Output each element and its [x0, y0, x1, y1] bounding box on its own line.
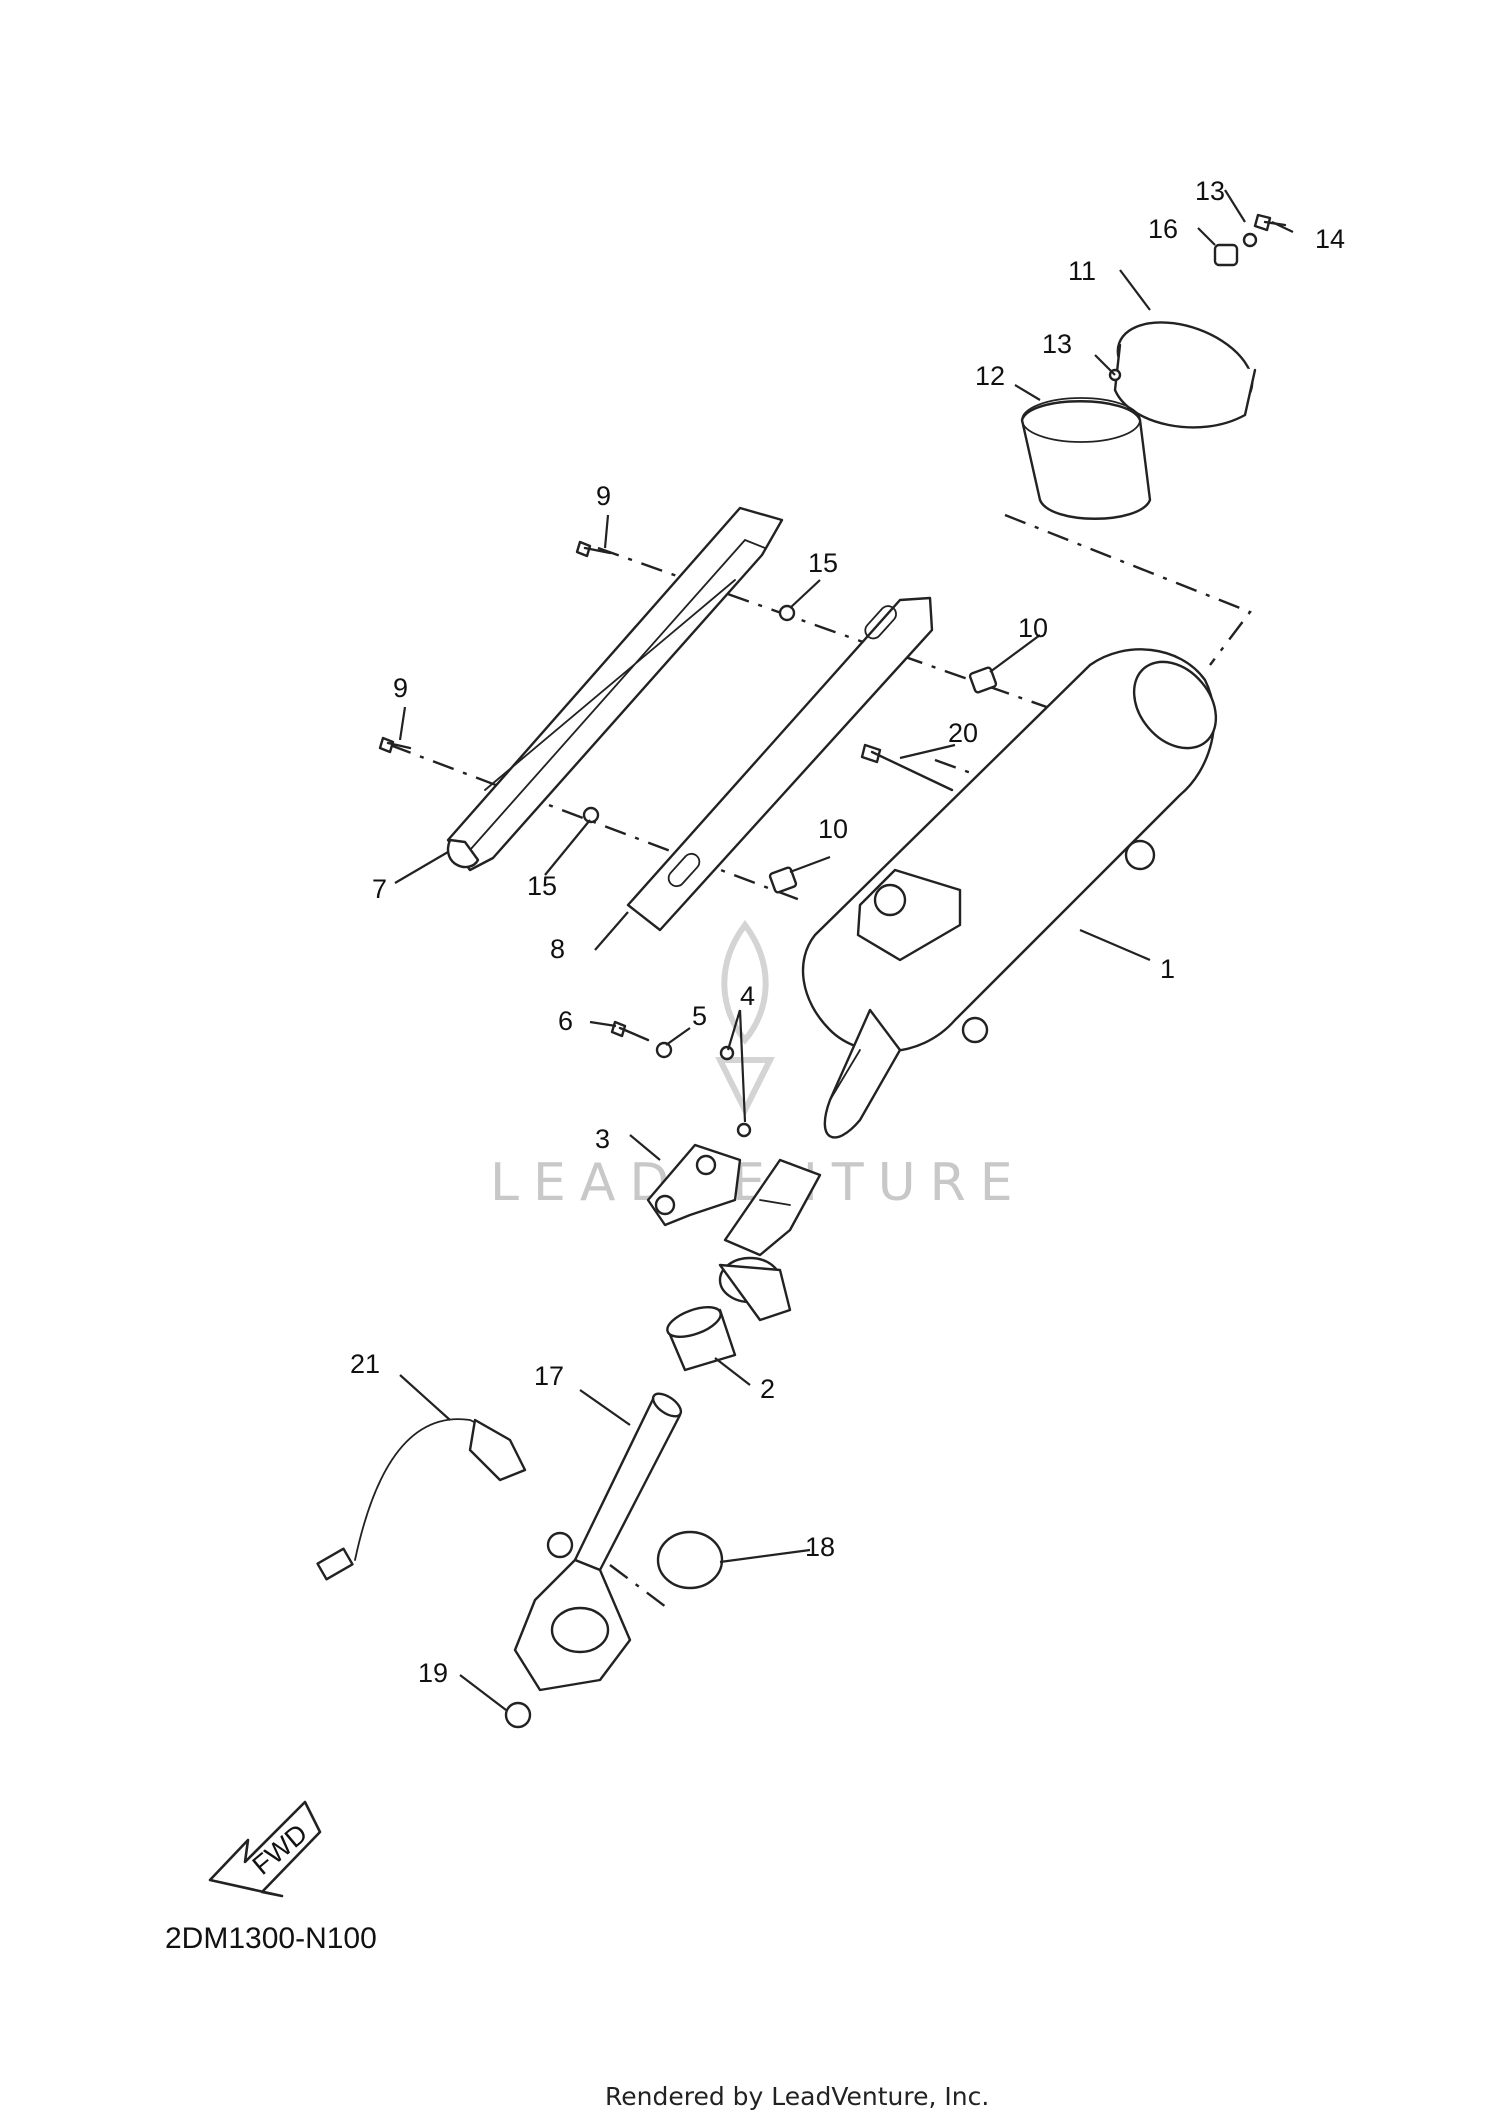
- heat-plate-part: [626, 596, 934, 932]
- bracket-part: [646, 1143, 742, 1227]
- exhaust-pipe-part: [513, 1392, 683, 1692]
- callout-19: 19: [418, 1658, 448, 1688]
- callout-5: 5: [692, 1001, 707, 1031]
- callout-3: 3: [595, 1124, 610, 1154]
- render-credit: Rendered by LeadVenture, Inc.: [605, 2082, 989, 2111]
- callout-11: 11: [1068, 256, 1096, 286]
- callout-16: 16: [1148, 214, 1178, 244]
- callout-14: 14: [1315, 224, 1345, 254]
- callout-12: 12: [975, 361, 1005, 391]
- gasket-part: [666, 1306, 737, 1372]
- callout-2: 2: [760, 1374, 775, 1404]
- callout-18: 18: [805, 1532, 835, 1562]
- callouts: 1 2 3 4 5 6 7 8 9 9 10 10 11 12 13 13 14…: [350, 176, 1345, 1688]
- callout-10-bottom: 10: [818, 814, 848, 844]
- callout-15-top: 15: [808, 548, 838, 578]
- callout-13-top: 13: [1195, 176, 1225, 206]
- callout-4: 4: [740, 981, 755, 1011]
- exhaust-gasket-part: [656, 1530, 724, 1590]
- callout-20: 20: [948, 718, 978, 748]
- callout-9-bottom: 9: [393, 673, 408, 703]
- callout-7: 7: [372, 874, 387, 904]
- callout-13-middle: 13: [1042, 329, 1072, 359]
- forward-direction-arrow: FWD: [208, 1800, 322, 1898]
- callout-17: 17: [534, 1361, 564, 1391]
- muffler-part: [801, 648, 1218, 1139]
- bracket-channel-part: [446, 506, 784, 872]
- callout-9-top: 9: [596, 481, 611, 511]
- fwd-arrow-icon: [208, 1800, 322, 1898]
- watermark-flame-icon: [715, 919, 775, 1117]
- diagram-code: 2DM1300-N100: [165, 1922, 377, 1955]
- small-fasteners: [378, 213, 1287, 1729]
- leader-lines: [394, 189, 1294, 1711]
- callout-10-top: 10: [1018, 613, 1048, 643]
- pipe-clamp-assembly: [718, 1158, 822, 1322]
- callout-1: 1: [1160, 954, 1175, 984]
- callout-15-bottom: 15: [527, 871, 557, 901]
- oxygen-sensor-part: [316, 1418, 527, 1581]
- callout-21: 21: [350, 1349, 380, 1379]
- callout-6: 6: [558, 1006, 573, 1036]
- callout-8: 8: [550, 934, 565, 964]
